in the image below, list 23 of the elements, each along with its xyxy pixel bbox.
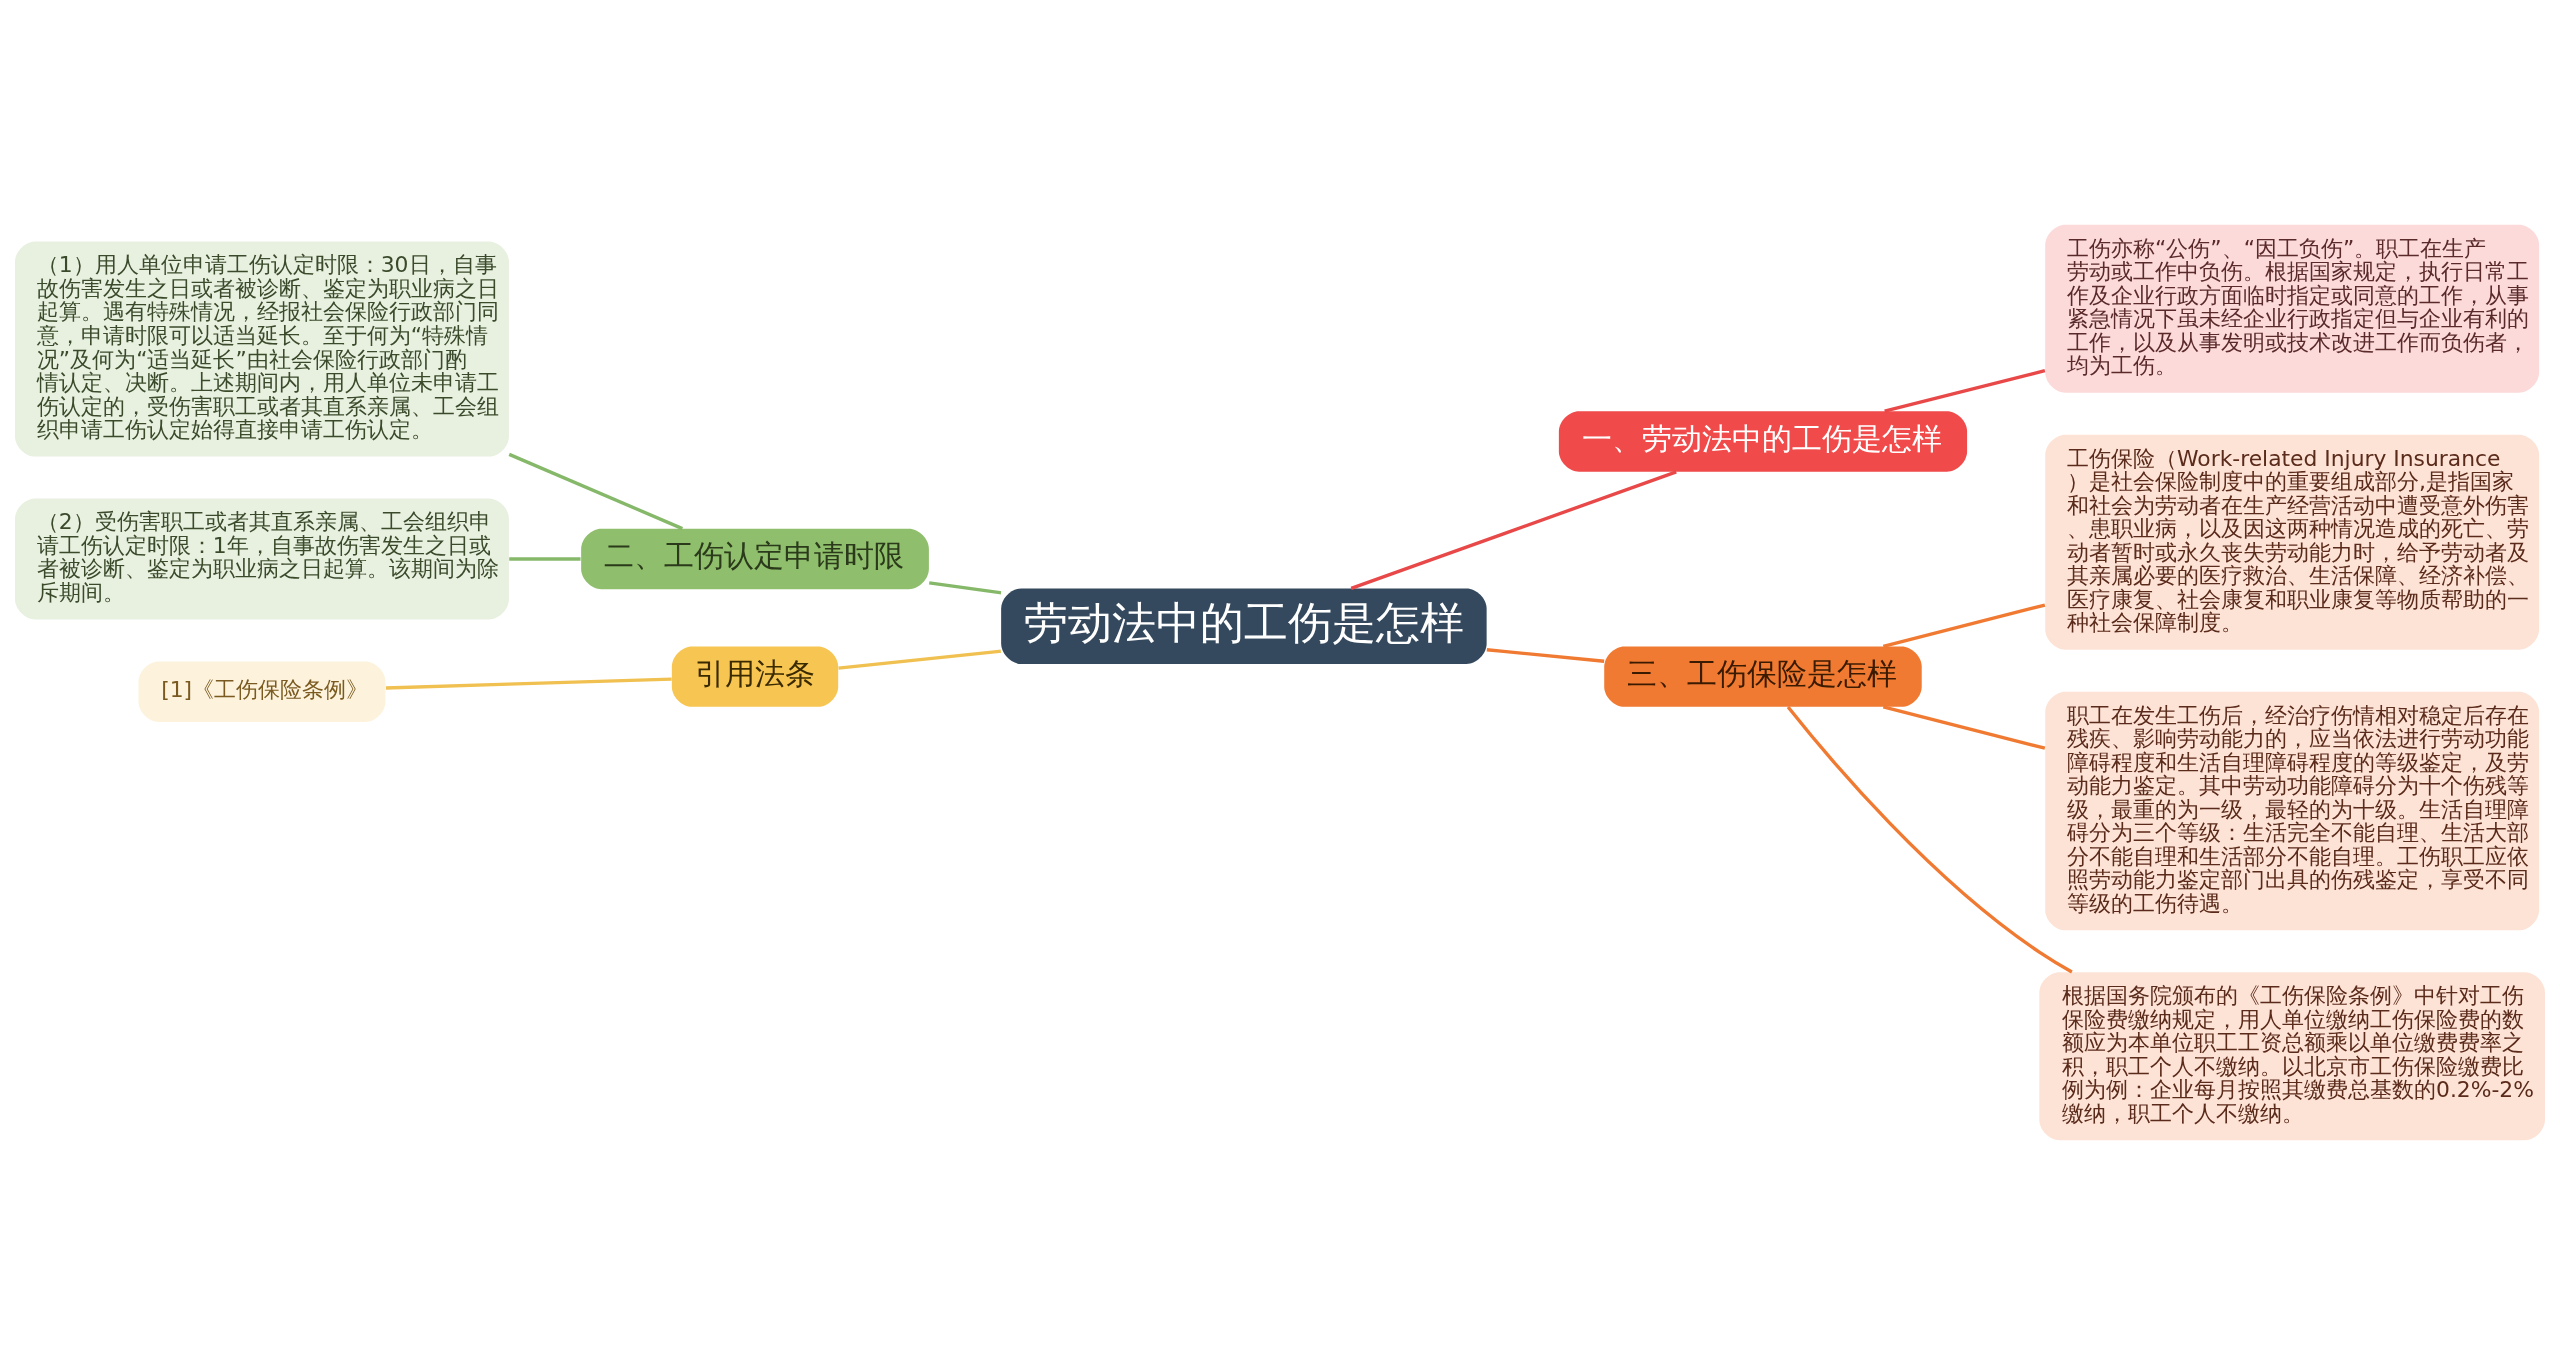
node-box: [1]《工伤保险条例》 bbox=[138, 661, 386, 722]
connector bbox=[508, 452, 684, 531]
connector bbox=[1350, 470, 1677, 590]
node-box: 劳动法中的工伤是怎样 bbox=[1001, 588, 1487, 664]
connector bbox=[1882, 705, 2046, 750]
connector bbox=[929, 581, 1002, 595]
connector bbox=[1786, 705, 2073, 974]
node-box: 引用法条 bbox=[671, 646, 839, 707]
node-box: 工伤亦称“公伤”、“因工负伤”。职工在生产劳动或工作中负伤。根据国家规定，执行日常工作及企业行政方面临时指定或同意的工作，从事紧急情况下虽未经企业行政指定但与企业有利的工作，以及从事发明或技术改进工作而负伤者，均为工伤。 bbox=[2045, 224, 2540, 393]
node-box: 工伤保险（Work-related Injury Insurance）是社会保险制度中的重要组成部分,是指国家和社会为劳动者在生产经营活动中遭受意外伤害、患职业病，以及因这两种情况造成的死亡、劳动者暂时或永久丧失劳动能力时，给予劳动者及其亲属必要的医疗救治、生活保障、经济补偿、医疗康复、社会康复和职业康复等物质帮助的一种社会保障制度。 bbox=[2045, 434, 2540, 650]
node-box: 根据国务院颁布的《工伤保险条例》中针对工伤保险费缴纳规定，用人单位缴纳工伤保险费的数额应为本单位职工工资总额乘以单位缴费费率之积，职工个人不缴纳。以北京市工伤保险缴费比例为例：企业每月按照其缴费总基数的0.2%-2%缴纳，职工个人不缴纳。 bbox=[2039, 972, 2545, 1141]
node-box: （2）受伤害职工或者其直系亲属、工会组织申请工伤认定时限：1年，自事故伤害发生之日或者被诊断、鉴定为职业病之日起算。该期间为除斥期间。 bbox=[15, 498, 509, 620]
node-box: 二、工伤认定申请时限 bbox=[581, 528, 929, 590]
node-box: （1）用人单位申请工伤认定时限：30日，自事故伤害发生之日或者被诊断、鉴定为职业病之日起算。遇有特殊情况，经报社会保险行政部门同意，申请时限可以适当延长。至于何为“特殊情况”及何为“适当延长”由社会保险行政部门酌情认定、决断。上述期间内，用人单位未申请工伤认定的，受伤害职工或者其直系亲属、工会组织申请工伤认定始得直接申请工伤认定。 bbox=[15, 241, 509, 457]
connector bbox=[385, 677, 672, 690]
node-box: 一、劳动法中的工伤是怎样 bbox=[1558, 411, 1968, 472]
connector bbox=[1882, 603, 2046, 648]
connector bbox=[1884, 369, 2046, 413]
connector bbox=[1486, 648, 1605, 663]
node-box: 职工在发生工伤后，经治疗伤情相对稳定后存在残疾、影响劳动能力的，应当依法进行劳动功能障碍程度和生活自理障碍程度的等级鉴定，及劳动能力鉴定。其中劳动功能障碍分为十个伤残等级，最重的为一级，最轻的为十级。生活自理障碍分为三个等级：生活完全不能自理、生活大部分不能自理和生活部分不能自理。工伤职工应依照劳动能力鉴定部门出具的伤残鉴定，享受不同等级的工伤待遇。 bbox=[2045, 691, 2540, 931]
connector bbox=[509, 557, 581, 561]
connector bbox=[838, 649, 1001, 670]
node-box: 三、工伤保险是怎样 bbox=[1604, 646, 1922, 707]
